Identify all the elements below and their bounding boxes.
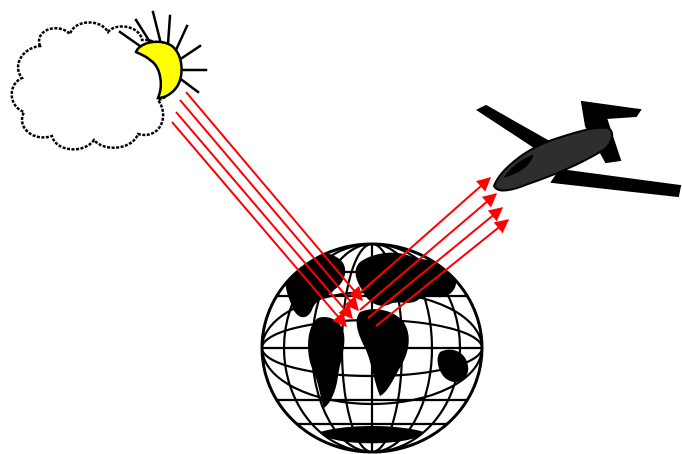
airplane-icon	[478, 102, 680, 196]
globe-icon	[262, 244, 482, 452]
incoming-ray-3	[176, 112, 352, 318]
incoming-ray-2	[180, 100, 358, 310]
incoming-ray-4	[172, 122, 346, 326]
incoming-ray-1	[186, 92, 362, 300]
